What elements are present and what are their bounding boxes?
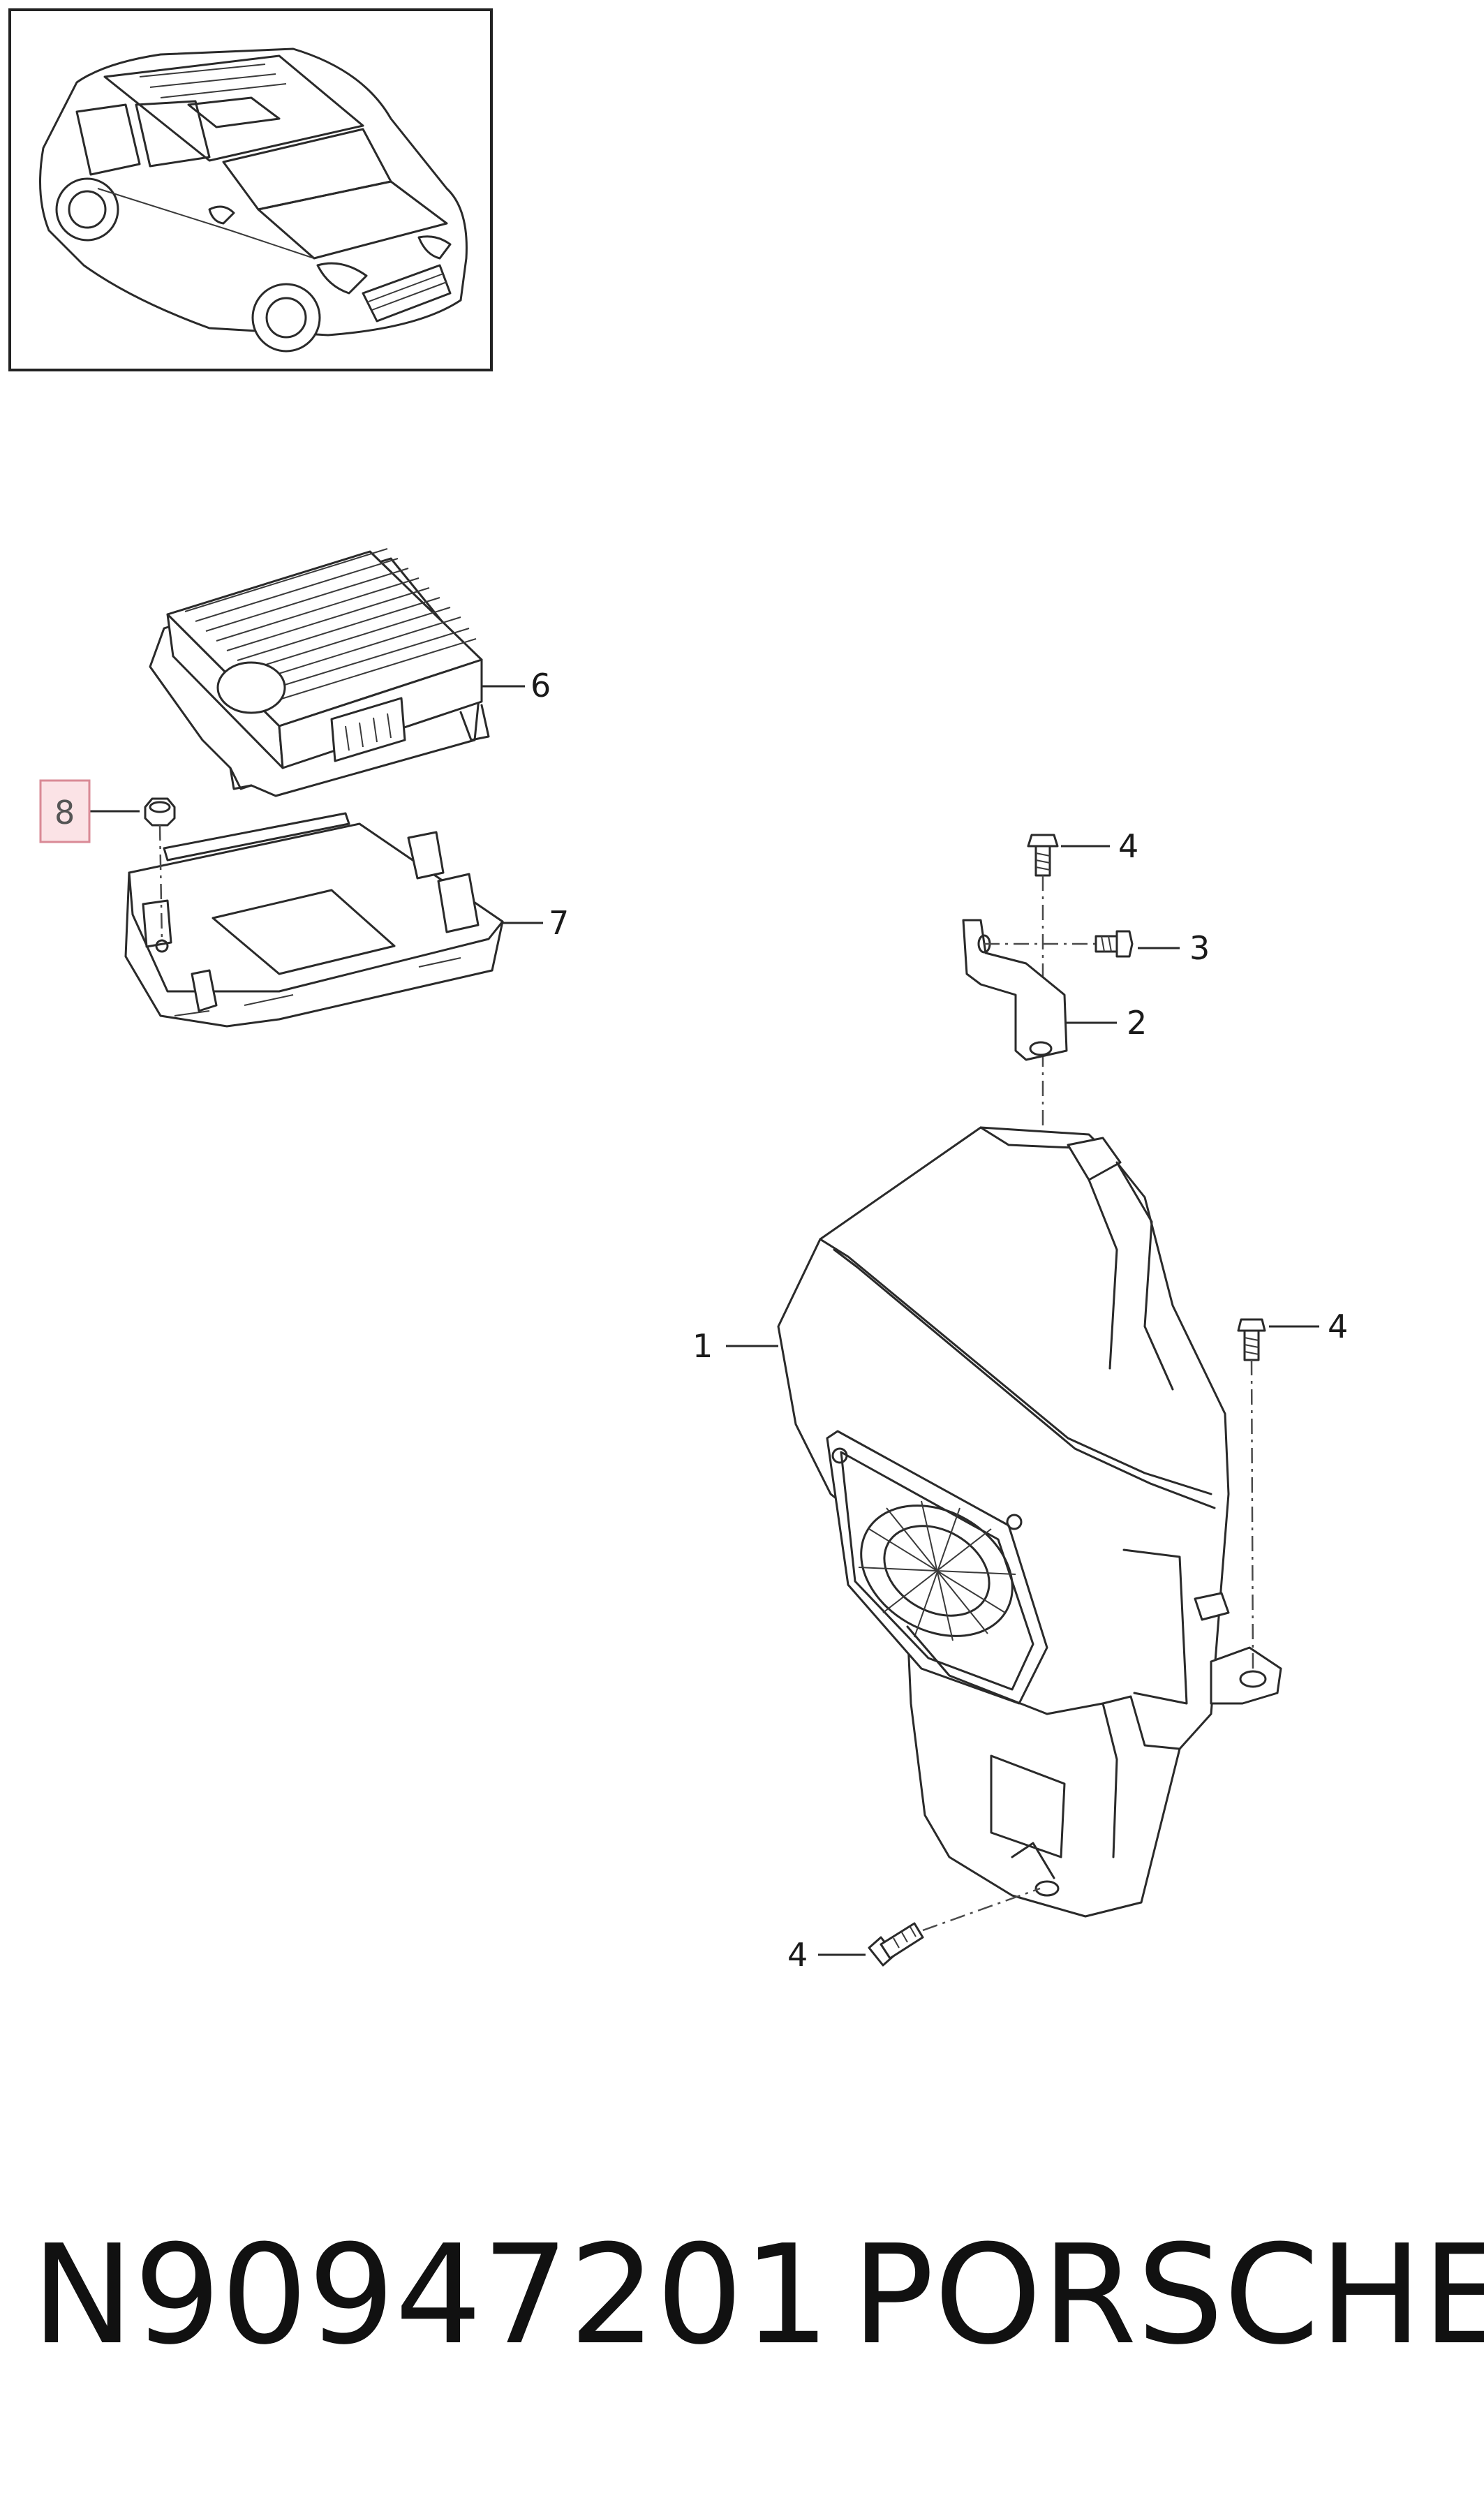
callout-4-top[interactable]: 4	[1118, 827, 1138, 865]
callout-4-bottom[interactable]: 4	[787, 1936, 808, 1974]
brand-name: PORSCHE	[852, 2216, 1484, 2375]
speaker-bracket-part-2[interactable]	[962, 919, 1068, 1061]
vehicle-suv-icon	[39, 47, 468, 353]
callout-7[interactable]: 7	[549, 904, 569, 942]
callout-6[interactable]: 6	[530, 667, 551, 704]
callout-3[interactable]: 3	[1189, 929, 1210, 967]
callout-8-highlight	[39, 779, 91, 843]
callout-2[interactable]: 2	[1127, 1004, 1147, 1042]
callout-4-right[interactable]: 4	[1328, 1308, 1348, 1345]
bolt-part-4-right[interactable]	[1237, 1318, 1266, 1361]
subwoofer-enclosure-part-1[interactable]	[777, 1126, 1282, 1918]
amplifier-part-6[interactable]	[149, 548, 490, 797]
callout-1[interactable]: 1	[692, 1327, 713, 1365]
screw-part-3[interactable]	[1095, 930, 1134, 958]
callout-8[interactable]: 8	[54, 794, 75, 831]
bolt-part-4-top[interactable]	[1027, 834, 1059, 877]
vehicle-thumbnail[interactable]	[8, 8, 493, 371]
bolt-part-4-bottom[interactable]	[868, 1922, 924, 1967]
nut-part-8[interactable]	[144, 797, 176, 827]
part-number: N90947201	[31, 2216, 830, 2375]
mounting-bracket-part-7[interactable]	[124, 812, 504, 1028]
